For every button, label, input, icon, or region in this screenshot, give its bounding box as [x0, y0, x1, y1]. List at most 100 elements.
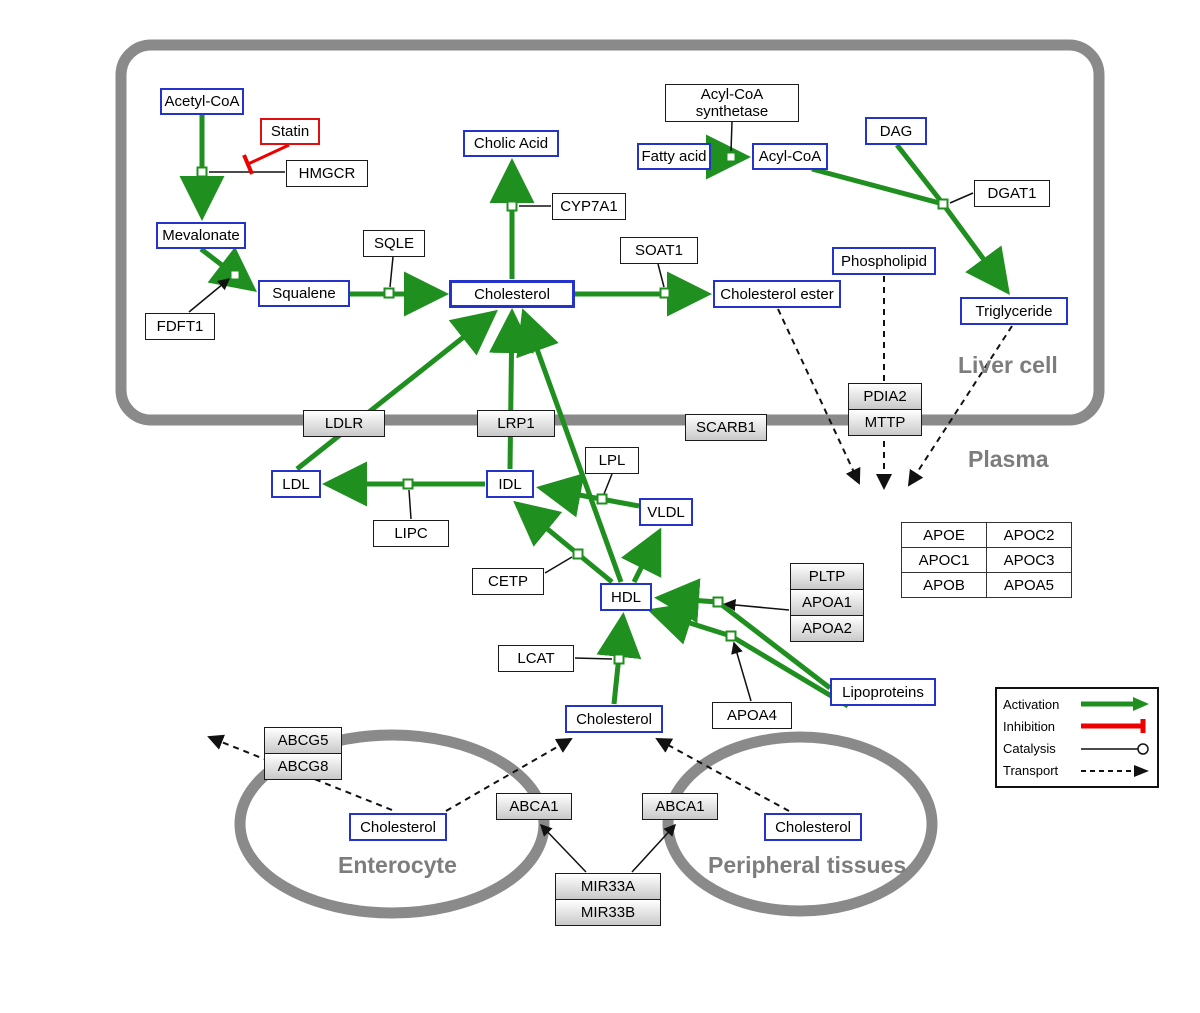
node-abca1-left[interactable]: ABCA1: [496, 793, 572, 820]
cell-apob[interactable]: APOB: [901, 572, 987, 598]
inhibition-tbar-icon: [1081, 719, 1146, 734]
node-lipoproteins[interactable]: Lipoproteins: [830, 678, 936, 706]
apolipoprotein-table: APOE APOC2 APOC1 APOC3 APOB APOA5: [901, 522, 1072, 598]
node-cholesterol-plasma[interactable]: Cholesterol: [565, 705, 663, 733]
node-soat1[interactable]: SOAT1: [620, 237, 698, 264]
legend-activation-label: Activation: [1003, 696, 1060, 712]
node-lcat[interactable]: LCAT: [498, 645, 574, 672]
node-abca1-right[interactable]: ABCA1: [642, 793, 718, 820]
cell-apoa5[interactable]: APOA5: [986, 572, 1072, 598]
node-lpl[interactable]: LPL: [585, 447, 639, 474]
node-apoa1[interactable]: APOA1: [790, 589, 864, 616]
node-hmgcr-reaction: [196, 166, 208, 178]
node-apoa4-reaction: [725, 630, 737, 642]
table-row: APOC1 APOC3: [901, 547, 1072, 573]
node-acetyl-coa[interactable]: Acetyl-CoA: [160, 88, 244, 115]
node-cetp[interactable]: CETP: [472, 568, 544, 595]
node-abcg8[interactable]: ABCG8: [264, 753, 342, 780]
edge-idl-livercholesterol: [488, 308, 534, 470]
node-triglyceride[interactable]: Triglyceride: [960, 297, 1068, 325]
edge-apoa4-catalysis: [731, 641, 752, 702]
node-sqle-reaction: [383, 287, 395, 299]
edge-dgat1-catalysis: [949, 192, 974, 204]
node-cholesterol-enterocyte[interactable]: Cholesterol: [349, 813, 447, 841]
node-phospholipid[interactable]: Phospholipid: [832, 247, 936, 275]
node-pltp[interactable]: PLTP: [790, 563, 864, 590]
node-cetp-reaction: [572, 548, 584, 560]
node-hdl[interactable]: HDL: [600, 583, 652, 611]
table-row: APOE APOC2: [901, 522, 1072, 548]
reaction-nodes: [196, 151, 949, 665]
node-hmgcr[interactable]: HMGCR: [286, 160, 368, 187]
edge-acylcoasynthetase-catalysis: [730, 121, 733, 152]
peripheral-tissues-label: Peripheral tissues: [708, 852, 907, 878]
legend-row-inhibition: Inhibition: [1003, 716, 1151, 736]
node-scarb1[interactable]: SCARB1: [685, 414, 767, 441]
legend-transport-label: Transport: [1003, 763, 1059, 779]
node-dag[interactable]: DAG: [865, 117, 927, 145]
edge-hdl-idl-cetp: [513, 500, 614, 584]
edge-peripheral-cholesterol-plasma-transport: [655, 738, 790, 812]
node-dgat1[interactable]: DGAT1: [974, 180, 1050, 207]
legend: Activation Inhibition Catalysis Transpor…: [995, 687, 1159, 788]
node-apoa2[interactable]: APOA2: [790, 615, 864, 642]
catalysis-circle-icon: [1081, 742, 1149, 755]
edge-lcat-catalysis: [574, 657, 613, 660]
edge-pltp-apoa-catalysis: [723, 599, 790, 611]
edge-triglyceride-plasma-transport: [907, 325, 1013, 487]
node-mir33a[interactable]: MIR33A: [555, 873, 661, 900]
node-cholic-acid[interactable]: Cholic Acid: [463, 130, 559, 157]
node-mir33b[interactable]: MIR33B: [555, 899, 661, 926]
node-cholesterol-liver[interactable]: Cholesterol: [449, 280, 575, 308]
node-sqle[interactable]: SQLE: [363, 230, 425, 257]
node-lipc[interactable]: LIPC: [373, 520, 449, 547]
node-cholesterol-ester[interactable]: Cholesterol ester: [713, 280, 841, 308]
node-apoa4[interactable]: APOA4: [712, 702, 792, 729]
cell-apoc1[interactable]: APOC1: [901, 547, 987, 573]
node-cyp7a1[interactable]: CYP7A1: [552, 193, 626, 220]
node-acyl-coa[interactable]: Acyl-CoA: [752, 143, 828, 170]
node-cholesterol-peripheral[interactable]: Cholesterol: [764, 813, 862, 841]
cell-apoc2[interactable]: APOC2: [986, 522, 1072, 548]
edge-mir33-abca1-right: [631, 823, 677, 873]
node-acyl-coa-synthetase[interactable]: Acyl-CoA synthetase: [665, 84, 799, 122]
edge-fdft1-catalysis: [188, 278, 231, 313]
liver-cell-label: Liver cell: [958, 352, 1058, 378]
edge-mir33-abca1-left: [539, 823, 587, 873]
edge-dag-triglyceride: [895, 143, 942, 202]
transport-dashed-arrow-icon: [1081, 764, 1149, 777]
edge-hdl-livercholesterol: [516, 308, 624, 583]
cell-apoe[interactable]: APOE: [901, 522, 987, 548]
node-soat1-reaction: [659, 287, 671, 299]
edge-enterocyte-cholesterol-plasma-transport: [445, 738, 573, 812]
node-fdft1[interactable]: FDFT1: [145, 313, 215, 340]
node-statin[interactable]: Statin: [260, 118, 320, 145]
legend-catalysis-label: Catalysis: [1003, 741, 1056, 757]
node-pltp-reaction: [712, 596, 724, 608]
edge-lpl-catalysis: [603, 473, 613, 495]
edge-cetp-catalysis: [544, 556, 573, 574]
node-mttp[interactable]: MTTP: [848, 409, 922, 436]
node-lcat-reaction: [613, 653, 625, 665]
legend-row-activation: Activation: [1003, 694, 1151, 714]
node-fdft1-reaction: [229, 269, 241, 281]
node-idl[interactable]: IDL: [486, 470, 534, 498]
node-lrp1[interactable]: LRP1: [477, 410, 555, 437]
node-lpl-reaction: [596, 493, 608, 505]
node-ldlr[interactable]: LDLR: [303, 410, 385, 437]
node-pdia2[interactable]: PDIA2: [848, 383, 922, 410]
node-vldl[interactable]: VLDL: [639, 498, 693, 526]
node-mevalonate[interactable]: Mevalonate: [156, 222, 246, 249]
cell-apoc3[interactable]: APOC3: [986, 547, 1072, 573]
legend-row-catalysis: Catalysis: [1003, 739, 1151, 759]
edge-soat1-catalysis: [657, 263, 665, 288]
edge-lipc-catalysis: [408, 489, 412, 520]
node-abcg5[interactable]: ABCG5: [264, 727, 342, 754]
node-ldl[interactable]: LDL: [271, 470, 321, 498]
statin-inhibition-tbar: [242, 154, 254, 175]
node-fatty-acid[interactable]: Fatty acid: [637, 143, 711, 170]
node-squalene[interactable]: Squalene: [258, 280, 350, 307]
edge-ldl-livercholesterol: [295, 309, 498, 471]
table-row: APOB APOA5: [901, 572, 1072, 598]
